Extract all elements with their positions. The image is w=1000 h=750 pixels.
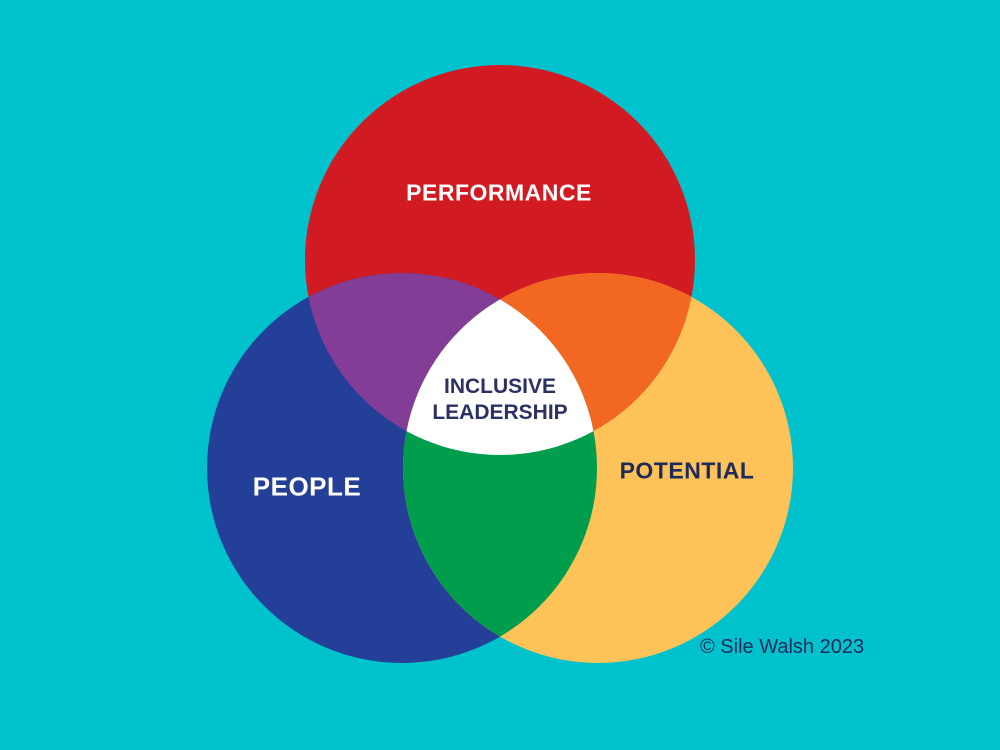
center-label-line1: INCLUSIVE — [443, 375, 557, 398]
center-overlap — [403, 273, 597, 455]
copyright-text: © Sile Walsh 2023 — [700, 636, 865, 658]
people-label: PEOPLE — [252, 471, 362, 502]
center-label-line2: LEADERSHIP — [432, 401, 568, 424]
potential-label: POTENTIAL — [619, 457, 755, 484]
performance-label: PERFORMANCE — [406, 179, 592, 206]
center-label: INCLUSIVE LEADERSHIP — [432, 374, 567, 426]
